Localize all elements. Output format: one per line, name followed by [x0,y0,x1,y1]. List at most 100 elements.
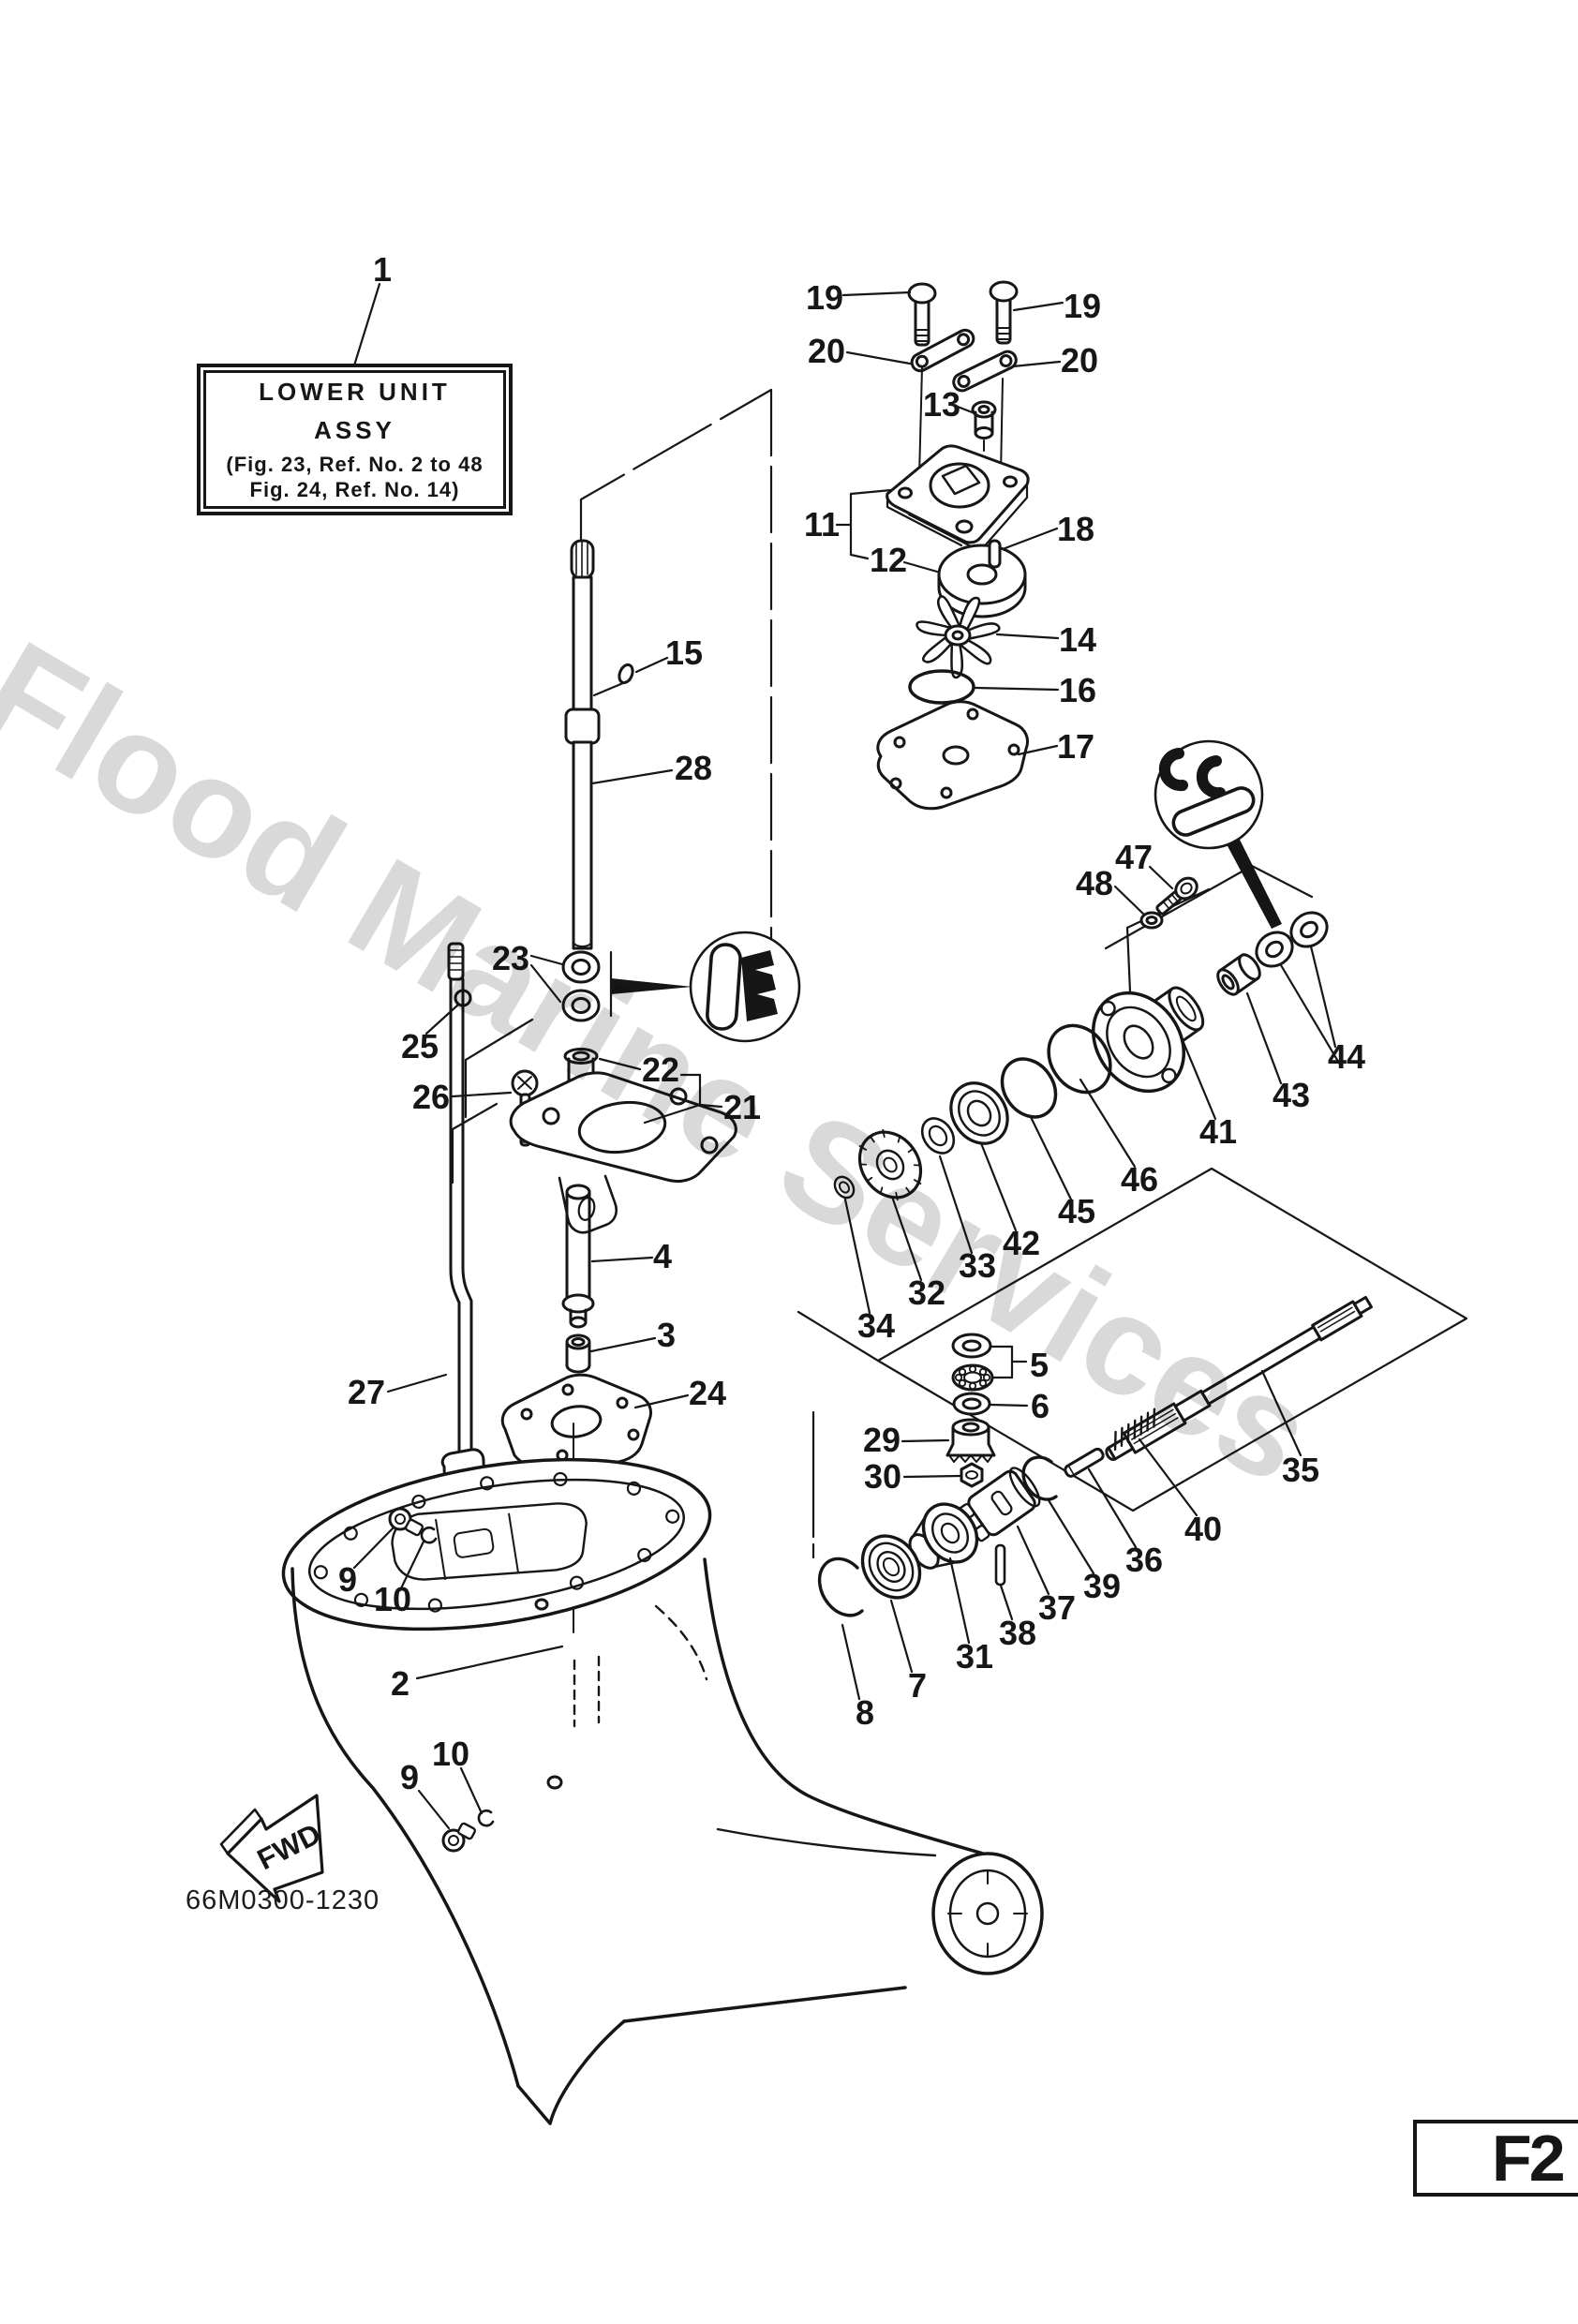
callout-20: 20 [1060,341,1099,380]
leader-line [590,1256,654,1263]
leader-line [995,633,1060,640]
callout-33: 33 [958,1246,997,1285]
leader-line [451,1091,513,1098]
callout-6: 6 [1030,1387,1050,1425]
leader-line [352,282,381,367]
leader-line [633,1393,690,1409]
callout-25: 25 [400,1027,439,1065]
leader-line [989,1403,1029,1408]
leader-line [1245,991,1283,1085]
callout-10: 10 [373,1580,412,1618]
leader-line [1047,1498,1095,1575]
detail-circle-lower [689,931,801,1043]
leader-line [529,963,562,1004]
callout-23: 23 [491,939,530,977]
page-ref-box: F2 [1413,2120,1578,2197]
washer-34 [833,1175,856,1199]
bolt-19-right [989,280,1019,345]
title-line-1: LOWER UNIT [259,378,451,407]
washer-48 [1139,911,1164,930]
clutch-dog-37 [958,1467,1041,1542]
leader-line [424,1004,459,1035]
gasket-10-lower [477,1809,495,1827]
leader-line [849,553,870,560]
callout-4: 4 [652,1237,673,1275]
leader-line [979,1141,1018,1232]
leader-line [529,954,564,966]
callout-19: 19 [805,278,844,317]
leader-line [592,678,632,697]
leader-line [901,1438,950,1443]
callout-18: 18 [1056,510,1095,548]
dowel-pin-18 [988,539,1002,569]
pinion-gear-29 [945,1418,996,1463]
bolt-47 [1155,876,1198,916]
water-tube-4 [561,1184,595,1329]
seal-44-inner [1255,931,1294,968]
leader-line [386,1373,448,1393]
callout-38: 38 [998,1614,1037,1652]
collar-43 [1216,953,1261,996]
callout-17: 17 [1056,727,1095,766]
bushing-13 [971,400,997,452]
leader-line [1148,865,1174,890]
water-pump-housing-11 [886,444,1030,553]
leader-line [399,1540,425,1590]
bearing-23-upper [561,950,601,984]
plug-9-lower [441,1822,477,1853]
callout-44: 44 [1327,1037,1366,1076]
spring-40 [1113,1408,1156,1452]
callout-10: 10 [431,1735,470,1773]
callout-27: 27 [347,1373,386,1411]
callout-26: 26 [411,1078,451,1116]
bearing-23-lower [561,989,601,1022]
leader-line [841,290,912,297]
washer-5 [951,1333,992,1359]
plug-9-upper [388,1507,424,1537]
leader-line [1011,360,1062,368]
callout-12: 12 [869,541,908,579]
leader-line [956,405,976,415]
leader-line [999,1584,1014,1621]
leader-line [598,1057,642,1071]
leader-line [1279,963,1342,1066]
construction-lines [451,388,1468,1559]
callout-30: 30 [863,1457,902,1496]
leader-line [1012,301,1064,312]
page-ref-code: F2 [1492,2122,1566,2195]
callout-11: 11 [803,505,841,544]
leader-line [948,1557,971,1645]
leader-line [1017,744,1059,756]
leader-line [459,1766,484,1815]
callout-3: 3 [656,1316,677,1354]
callout-42: 42 [1002,1224,1041,1262]
leader-line [902,1474,961,1479]
callout-35: 35 [1281,1451,1320,1489]
title-line-2: ASSY [314,415,395,444]
leader-line [352,1526,395,1570]
callout-37: 37 [1037,1588,1077,1627]
leader-line [889,1599,914,1674]
oring-46 [1047,1023,1112,1095]
callout-47: 47 [1114,838,1154,876]
callout-32: 32 [907,1274,946,1312]
leader-line [843,1198,871,1315]
washer-6 [952,1392,991,1416]
pin-38 [994,1543,1006,1587]
detail-arrow-lower [611,978,692,994]
callout-2: 2 [390,1664,410,1703]
shim-33 [920,1117,956,1155]
leader-line [890,1195,923,1282]
circlip-8 [817,1557,864,1617]
leader-line [1309,945,1337,1049]
bearing-5 [951,1363,994,1392]
leader-line [1138,1438,1198,1517]
leader-line [589,1336,657,1353]
bearing-housing-41 [1091,986,1205,1094]
gasket-17 [876,700,1030,811]
impeller-14 [916,595,1001,679]
callout-39: 39 [1082,1567,1122,1605]
callout-1: 1 [372,250,393,289]
